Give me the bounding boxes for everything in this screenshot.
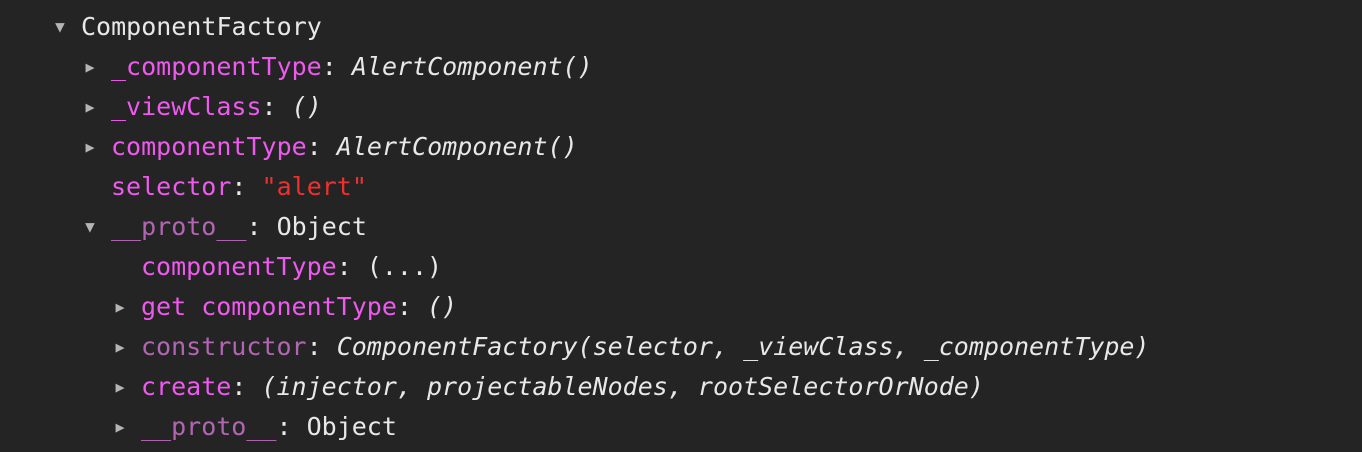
property-colon: :	[336, 252, 352, 281]
collapsed-triangle-icon[interactable]: ▶	[115, 338, 125, 356]
property-colon: :	[231, 372, 247, 401]
property-value: (injector, projectableNodes, rootSelecto…	[261, 372, 984, 401]
property-value-getter-invoke[interactable]: (...)	[366, 252, 443, 281]
property-colon: :	[246, 212, 262, 241]
tree-row-componentType[interactable]: ▶ componentType: AlertComponent()	[0, 127, 1362, 167]
property-colon: :	[306, 332, 322, 361]
property-key: __proto__	[141, 412, 277, 441]
property-colon: :	[306, 132, 322, 161]
tree-row-proto-proto[interactable]: ▶ __proto__: Object	[0, 407, 1362, 447]
tree-row-selector: selector: "alert"	[0, 167, 1362, 207]
property-key: create	[141, 372, 232, 401]
tree-row-proto-constructor[interactable]: ▶ constructor: ComponentFactory(selector…	[0, 327, 1362, 367]
tree-row-proto-componentType[interactable]: componentType: (...)	[0, 247, 1362, 287]
property-key: selector	[111, 172, 232, 201]
tree-row-proto-create[interactable]: ▶ create: (injector, projectableNodes, r…	[0, 367, 1362, 407]
collapsed-triangle-icon[interactable]: ▶	[115, 418, 125, 436]
property-value: AlertComponent()	[336, 132, 578, 161]
property-colon: :	[276, 412, 292, 441]
property-key: componentType	[111, 132, 307, 161]
tree-row-componentType-private[interactable]: ▶ _componentType: AlertComponent()	[0, 47, 1362, 87]
tree-row-root[interactable]: ▼ ComponentFactory	[0, 7, 1362, 47]
property-value: ComponentFactory(selector, _viewClass, _…	[336, 332, 1150, 361]
property-value: ()	[291, 92, 322, 121]
property-colon: :	[231, 172, 247, 201]
property-key: constructor	[141, 332, 307, 361]
property-colon: :	[396, 292, 412, 321]
tree-row-proto[interactable]: ▼ __proto__: Object	[0, 207, 1362, 247]
collapsed-triangle-icon[interactable]: ▶	[115, 378, 125, 396]
expanded-triangle-icon[interactable]: ▼	[85, 217, 95, 236]
collapsed-triangle-icon[interactable]: ▶	[85, 58, 95, 76]
property-key: get componentType	[141, 292, 397, 321]
collapsed-triangle-icon[interactable]: ▶	[85, 138, 95, 156]
expanded-triangle-icon[interactable]: ▼	[55, 17, 65, 36]
property-key: _componentType	[111, 52, 322, 81]
property-key: _viewClass	[111, 92, 262, 121]
tree-row-viewClass[interactable]: ▶ _viewClass: ()	[0, 87, 1362, 127]
collapsed-triangle-icon[interactable]: ▶	[85, 98, 95, 116]
property-colon: :	[321, 52, 337, 81]
property-value: Object	[306, 412, 397, 441]
property-value: ()	[427, 292, 458, 321]
property-value: "alert"	[261, 172, 367, 201]
property-colon: :	[261, 92, 277, 121]
root-label: ComponentFactory	[81, 12, 322, 41]
property-key: componentType	[141, 252, 337, 281]
property-value: Object	[276, 212, 367, 241]
tree-row-proto-get-componentType[interactable]: ▶ get componentType: ()	[0, 287, 1362, 327]
property-value: AlertComponent()	[351, 52, 593, 81]
collapsed-triangle-icon[interactable]: ▶	[115, 298, 125, 316]
property-key: __proto__	[111, 212, 247, 241]
